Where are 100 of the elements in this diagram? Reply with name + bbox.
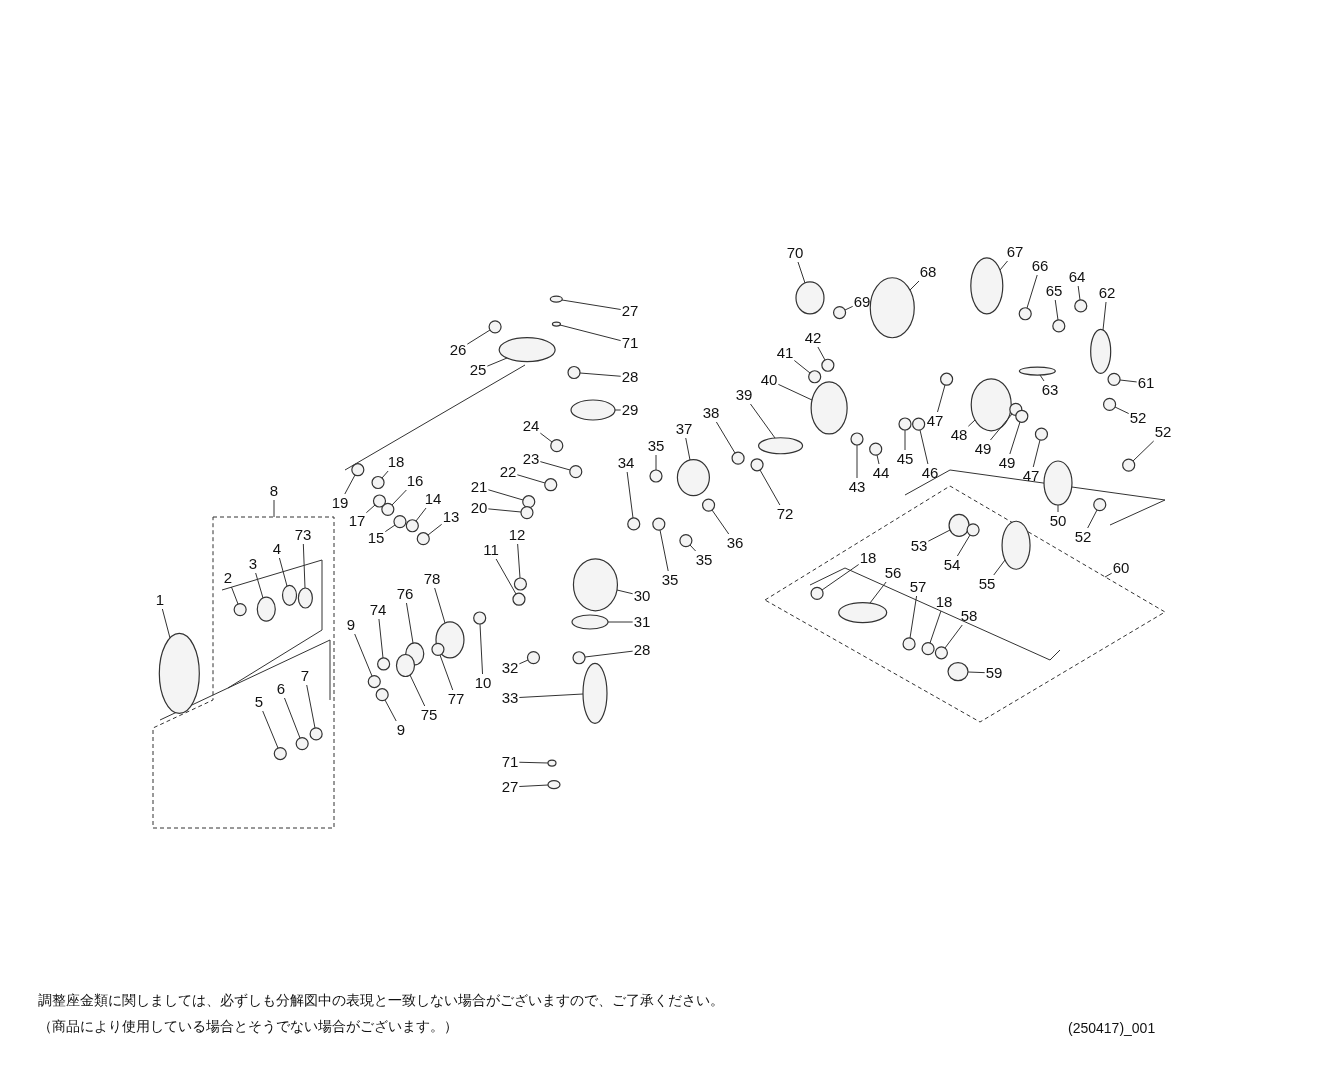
part-drawing [416, 532, 430, 546]
part-drawing [947, 662, 969, 682]
leader-line [1114, 406, 1130, 415]
leader-line [1057, 504, 1059, 513]
leader-line [919, 429, 929, 465]
part-drawing [1052, 319, 1066, 333]
part-drawing [701, 498, 716, 512]
callout-number: 78 [423, 571, 441, 587]
leader-line [999, 260, 1008, 271]
leader-line [909, 280, 920, 291]
callout-number: 9 [346, 617, 356, 633]
callout-number: 47 [1022, 468, 1040, 484]
callout-number: 26 [449, 342, 467, 358]
leader-line [869, 581, 887, 604]
callout-number: 62 [1098, 285, 1116, 301]
callout-number: 38 [702, 405, 720, 421]
leader-line [821, 564, 860, 591]
leader-line [856, 444, 858, 479]
leader-line [384, 524, 396, 533]
callout-number: 17 [348, 513, 366, 529]
leader-line [607, 621, 634, 623]
callout-number: 42 [804, 330, 822, 346]
callout-number: 34 [617, 455, 635, 471]
callout-number: 64 [1068, 269, 1086, 285]
callout-number: 37 [675, 421, 693, 437]
part-drawing [393, 515, 407, 529]
part-drawing [649, 469, 663, 483]
leader-line [626, 471, 634, 519]
part-drawing [233, 603, 247, 617]
part-drawing [372, 494, 387, 508]
part-drawing [821, 358, 835, 372]
part-drawing [571, 614, 609, 630]
part-drawing [1074, 299, 1088, 313]
leader-line [1032, 439, 1041, 468]
leader-line [944, 624, 963, 649]
callout-number: 44 [872, 465, 890, 481]
callout-number: 27 [501, 779, 519, 795]
part-drawing [498, 337, 556, 363]
callout-number: 40 [760, 372, 778, 388]
leader-line [354, 633, 373, 677]
footnote: （商品により使用している場合とそうでない場合がございます。） [38, 1018, 458, 1036]
callout-number: 54 [943, 557, 961, 573]
part-drawing [522, 495, 536, 509]
part-drawing [309, 727, 323, 741]
leader-line [1104, 572, 1113, 578]
callout-number: 60 [1112, 560, 1130, 576]
part-drawing [921, 642, 935, 656]
callout-number: 47 [926, 413, 944, 429]
dashed-group-outline [153, 517, 334, 828]
part-drawing [934, 646, 948, 660]
leader-line [616, 589, 634, 595]
leader-line [817, 346, 826, 361]
leader-line [715, 421, 736, 454]
callout-number: 7 [300, 668, 310, 684]
leader-line [711, 509, 730, 535]
part-drawing [869, 442, 883, 456]
part-drawing [405, 519, 419, 533]
callout-number: 25 [469, 362, 487, 378]
part-drawing [676, 459, 710, 497]
leader-line [273, 499, 275, 518]
part-drawing [158, 632, 200, 714]
part-drawing [902, 637, 916, 651]
callout-number: 39 [735, 387, 753, 403]
part-drawing [898, 417, 912, 431]
leader-line [929, 610, 942, 644]
callout-number: 36 [726, 535, 744, 551]
callout-number: 76 [396, 586, 414, 602]
part-drawing [295, 737, 309, 751]
callout-number: 74 [369, 602, 387, 618]
part-drawing [652, 517, 666, 531]
leader-line [409, 674, 426, 707]
callout-number: 9 [396, 722, 406, 738]
leader-line [517, 543, 521, 579]
part-drawing [1015, 409, 1029, 423]
callout-number: 75 [420, 707, 438, 723]
leader-line [793, 360, 811, 374]
leader-line [539, 461, 571, 471]
callout-number: 48 [950, 427, 968, 443]
leader-line [487, 508, 522, 513]
leader-line [487, 489, 524, 501]
leader-line [989, 413, 1013, 441]
leader-line [405, 602, 414, 644]
callout-number: 21 [470, 479, 488, 495]
leader-line [302, 543, 306, 589]
leader-line [584, 650, 634, 658]
part-drawing [569, 465, 583, 479]
leader-line [365, 504, 376, 514]
part-drawing [1090, 328, 1112, 374]
part-drawing [970, 378, 1012, 432]
part-drawing [1018, 307, 1032, 321]
part-drawing [970, 257, 1004, 315]
part-drawing [281, 584, 298, 606]
callout-number: 14 [424, 491, 442, 507]
callout-number: 43 [848, 479, 866, 495]
leader-line [1102, 301, 1107, 331]
callout-number: 69 [853, 294, 871, 310]
leader-line [937, 384, 946, 413]
part-drawing [808, 370, 822, 384]
part-drawing [1103, 397, 1117, 411]
callout-number: 49 [974, 441, 992, 457]
